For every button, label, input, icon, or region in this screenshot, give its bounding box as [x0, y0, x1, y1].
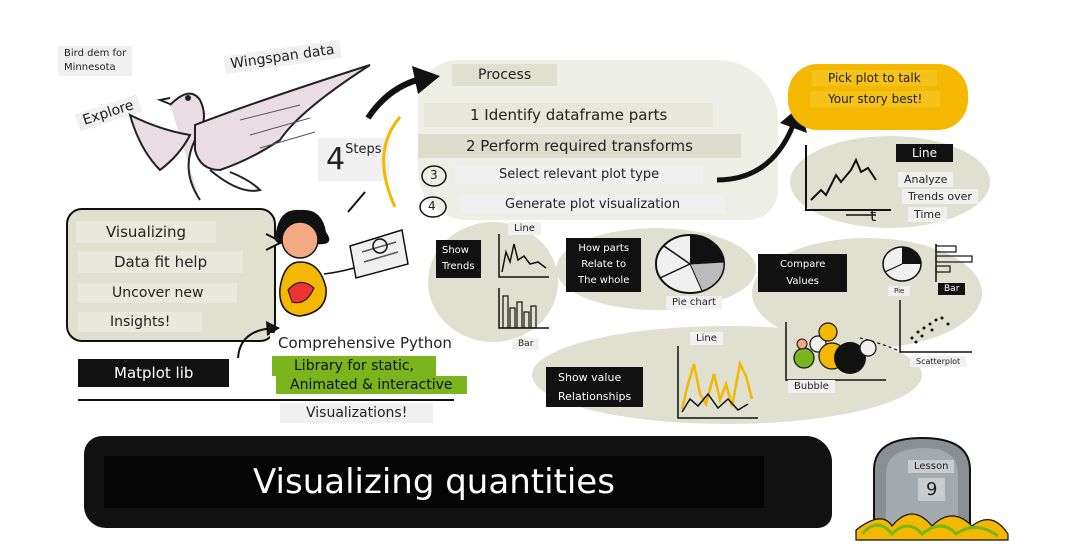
line-axis-t: t [870, 206, 877, 225]
person-illustration [274, 209, 409, 317]
relationships-line-sketch [677, 346, 758, 419]
step-2: 2 Perform required transforms [418, 134, 741, 158]
speech-item-2: Data fit help [78, 251, 244, 273]
line-panel-desc1: Analyze [898, 172, 954, 187]
bubble-label: Bubble [788, 380, 835, 393]
steps-number: 4 [326, 142, 346, 177]
scatterplot-label: Scatterplot [910, 356, 967, 367]
pick-plot-line2: Your story best! [810, 91, 941, 107]
trends-bar-label: Bar [512, 338, 540, 350]
trends-line-sketch [498, 234, 549, 278]
line-panel-title: Line [896, 144, 954, 162]
step-4-number: 4 [428, 199, 436, 213]
matplotlib-desc-line4: Visualizations! [280, 403, 434, 423]
steps-count: 4Steps [318, 138, 390, 181]
line-panel-desc3: Time [908, 207, 947, 222]
matplotlib-desc-line1: Comprehensive Python [270, 333, 460, 353]
speech-item-3: Uncover new [78, 283, 238, 303]
pie-chart-label: Pie chart [666, 296, 722, 309]
matplotlib-desc-line2: Library for static, [272, 356, 436, 376]
bird-illustration [128, 64, 371, 201]
banner-title: Visualizing quantities [104, 456, 764, 508]
dashed-arrow-icon [859, 337, 903, 353]
steps-label: Steps [345, 142, 382, 157]
matplotlib-label: Matplot lib [78, 359, 230, 387]
scatter-plot-sketch [899, 300, 972, 353]
trends-bar-sketch [498, 288, 549, 329]
compare-label: Compare Values [758, 254, 848, 292]
step-4: Generate plot visualization [460, 195, 726, 214]
lesson-number: 9 [918, 478, 946, 501]
arrow-to-library-icon [237, 321, 280, 359]
step-4-number-icon [419, 196, 447, 218]
speech-item-4: Insights! [78, 312, 203, 332]
step-3: Select relevant plot type [455, 165, 704, 184]
bird-demo-label: Bird dem for Minnesota [58, 46, 133, 76]
step-1: 1 Identify dataframe parts [424, 103, 714, 127]
compare-bar-sketch [935, 244, 973, 282]
line-panel-desc2: Trends over [902, 189, 978, 204]
speech-item-1: Visualizing [76, 221, 217, 243]
parts-label: How parts Relate to The whole [566, 238, 642, 292]
blob-line-panel [790, 136, 990, 228]
compare-pie-sketch [882, 246, 922, 282]
bubble-chart-sketch [785, 322, 886, 381]
matplotlib-desc-line3: Animated & interactive [276, 376, 467, 394]
arrow-to-process-icon [365, 66, 440, 120]
trends-line-label: Line [508, 222, 541, 235]
step-3-number: 3 [430, 168, 438, 182]
compare-pie-label: Pie [888, 286, 911, 296]
compare-bar-label: Bar [938, 283, 966, 295]
pick-plot-line1: Pick plot to talk [812, 70, 937, 86]
relationships-label: Show value Relationships [546, 367, 644, 407]
lesson-label: Lesson [908, 460, 955, 473]
process-title: Process [452, 64, 558, 86]
pie-chart-sketch [655, 234, 725, 294]
relationships-line-label: Line [690, 332, 723, 345]
underline-bar [78, 399, 454, 401]
line-trend-sketch [805, 145, 891, 216]
step-3-number-icon [421, 165, 447, 187]
trends-label: Show Trends [436, 240, 481, 278]
yellow-bracket-icon [347, 116, 402, 213]
